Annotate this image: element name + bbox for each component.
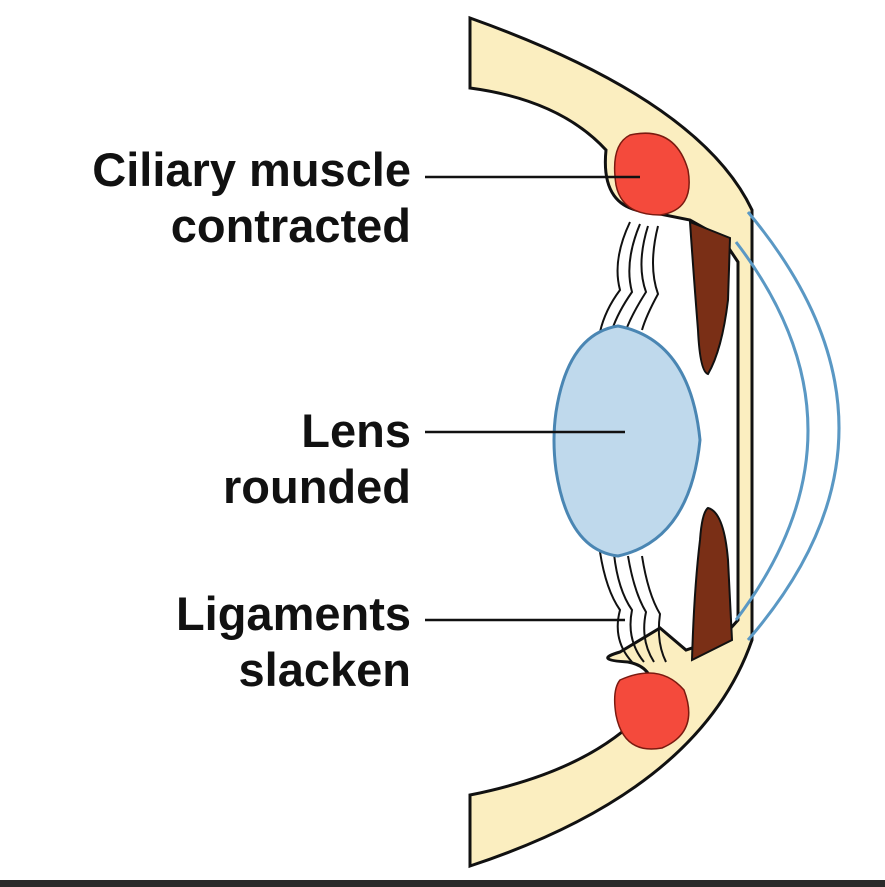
cornea-inner: [734, 241, 810, 621]
label-lens: Lens rounded: [223, 403, 411, 515]
cornea: [746, 211, 841, 641]
label-ciliary-line1: Ciliary muscle: [92, 143, 411, 196]
bottom-divider: [0, 880, 885, 887]
label-ciliary-muscle: Ciliary muscle contracted: [92, 142, 411, 254]
label-ligaments: Ligaments slacken: [176, 586, 411, 698]
iris-bottom: [690, 506, 734, 662]
label-lens-line2: rounded: [223, 460, 411, 513]
label-ligaments-line2: slacken: [238, 643, 411, 696]
label-ciliary-line2: contracted: [170, 199, 411, 252]
label-lens-line1: Lens: [301, 404, 411, 457]
ciliary-muscle-bottom: [613, 672, 690, 750]
ligaments-top: [599, 221, 660, 333]
ligaments-bottom: [599, 551, 667, 663]
label-ligaments-line1: Ligaments: [175, 587, 411, 640]
lens: [552, 324, 702, 558]
ciliary-muscle-top: [613, 132, 690, 216]
iris-top: [688, 220, 732, 376]
